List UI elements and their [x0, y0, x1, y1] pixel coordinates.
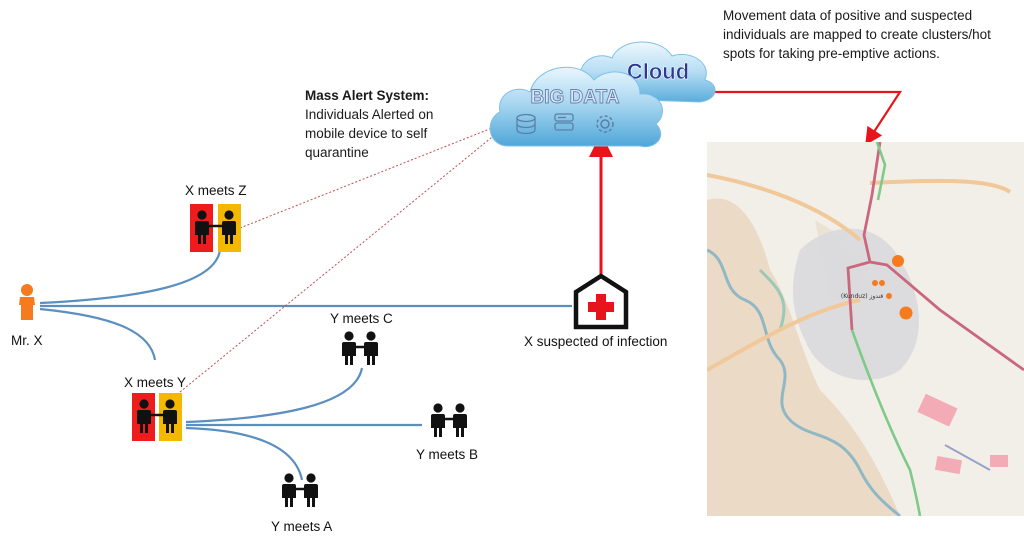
link-x-to-y — [39, 307, 157, 361]
y-meets-b-label: Y meets B — [416, 447, 479, 462]
mr-x-icon[interactable] — [19, 284, 35, 320]
gear-icon — [596, 115, 614, 133]
contact-links — [39, 249, 572, 481]
mass-alert-body: Individuals Alerted on mobile device to … — [305, 107, 434, 160]
mass-alert-title: Mass Alert System: — [305, 88, 430, 103]
hospital-icon[interactable] — [573, 273, 629, 330]
server-icon — [554, 113, 574, 131]
cloud-label: Cloud — [627, 59, 689, 84]
big-data-cloud: BIG DATA — [489, 66, 663, 148]
x-meets-y-label: X meets Y — [124, 375, 187, 390]
y-meets-a-icon[interactable] — [282, 473, 318, 507]
y-meets-b-icon[interactable] — [431, 403, 467, 437]
alert-link-y — [179, 132, 498, 393]
hotspot-large-north[interactable] — [892, 255, 904, 267]
hotspot-small-2[interactable] — [879, 280, 885, 286]
link-y-to-c — [185, 367, 364, 424]
x-meets-z-label: X meets Z — [185, 183, 247, 198]
mr-x-label: Mr. X — [11, 333, 43, 348]
hotspot-small-3[interactable] — [886, 293, 892, 299]
y-meets-a-label: Y meets A — [271, 519, 333, 534]
big-data-label: BIG DATA — [530, 87, 619, 108]
hospital-label: X suspected of infection — [524, 334, 668, 349]
link-y-to-a — [185, 426, 304, 481]
mass-alert-description: Mass Alert System: Individuals Alerted o… — [305, 86, 475, 162]
link-x-to-z — [39, 249, 222, 305]
hotspot-small-1[interactable] — [872, 280, 878, 286]
cloud-to-map-arrow — [715, 90, 903, 146]
x-meets-z-icon[interactable] — [190, 204, 241, 252]
map-description: Movement data of positive and suspected … — [723, 8, 991, 61]
y-meets-c-icon[interactable] — [342, 331, 378, 365]
y-meets-c-label: Y meets C — [330, 311, 393, 326]
map-city-label: (Kunduz) قندوز — [841, 293, 883, 300]
hotspot-map[interactable]: (Kunduz) قندوز — [707, 142, 1024, 516]
alert-link-z — [239, 127, 493, 229]
x-meets-y-icon[interactable] — [132, 393, 182, 441]
database-icon — [516, 113, 536, 135]
hotspot-large-south[interactable] — [899, 306, 913, 320]
